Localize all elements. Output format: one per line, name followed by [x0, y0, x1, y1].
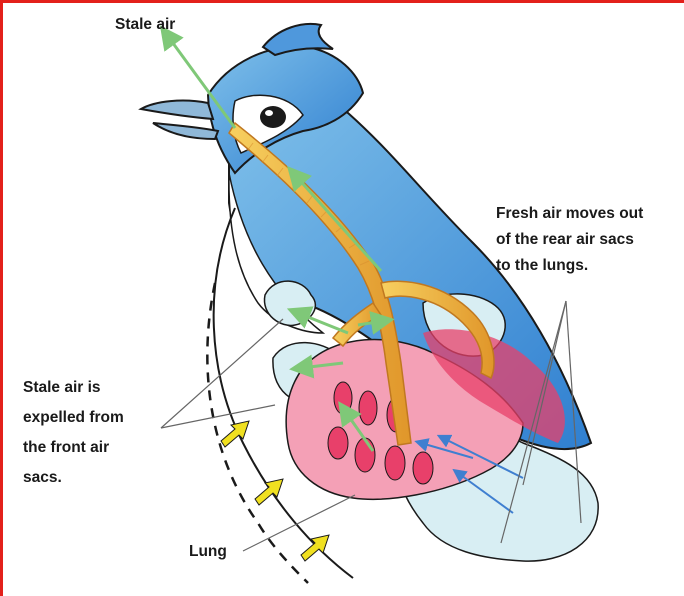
label-fresh-air: Fresh air moves out of the rear air sacs…	[496, 201, 684, 279]
bird-beak-lower	[153, 123, 218, 139]
label-stale-air-top: Stale air	[115, 12, 175, 38]
bird-eye	[260, 106, 286, 128]
label-lung: Lung	[189, 539, 227, 565]
pressure-arrow-3	[301, 535, 329, 561]
bird-respiration-illustration	[3, 3, 684, 596]
leader-stale-front-2	[161, 405, 275, 428]
leader-stale-front-1	[161, 319, 283, 428]
bird-beak-upper	[141, 101, 213, 119]
pressure-arrow-1	[221, 421, 249, 447]
label-stale-air-front: Stale air is expelled from the front air…	[23, 373, 163, 493]
